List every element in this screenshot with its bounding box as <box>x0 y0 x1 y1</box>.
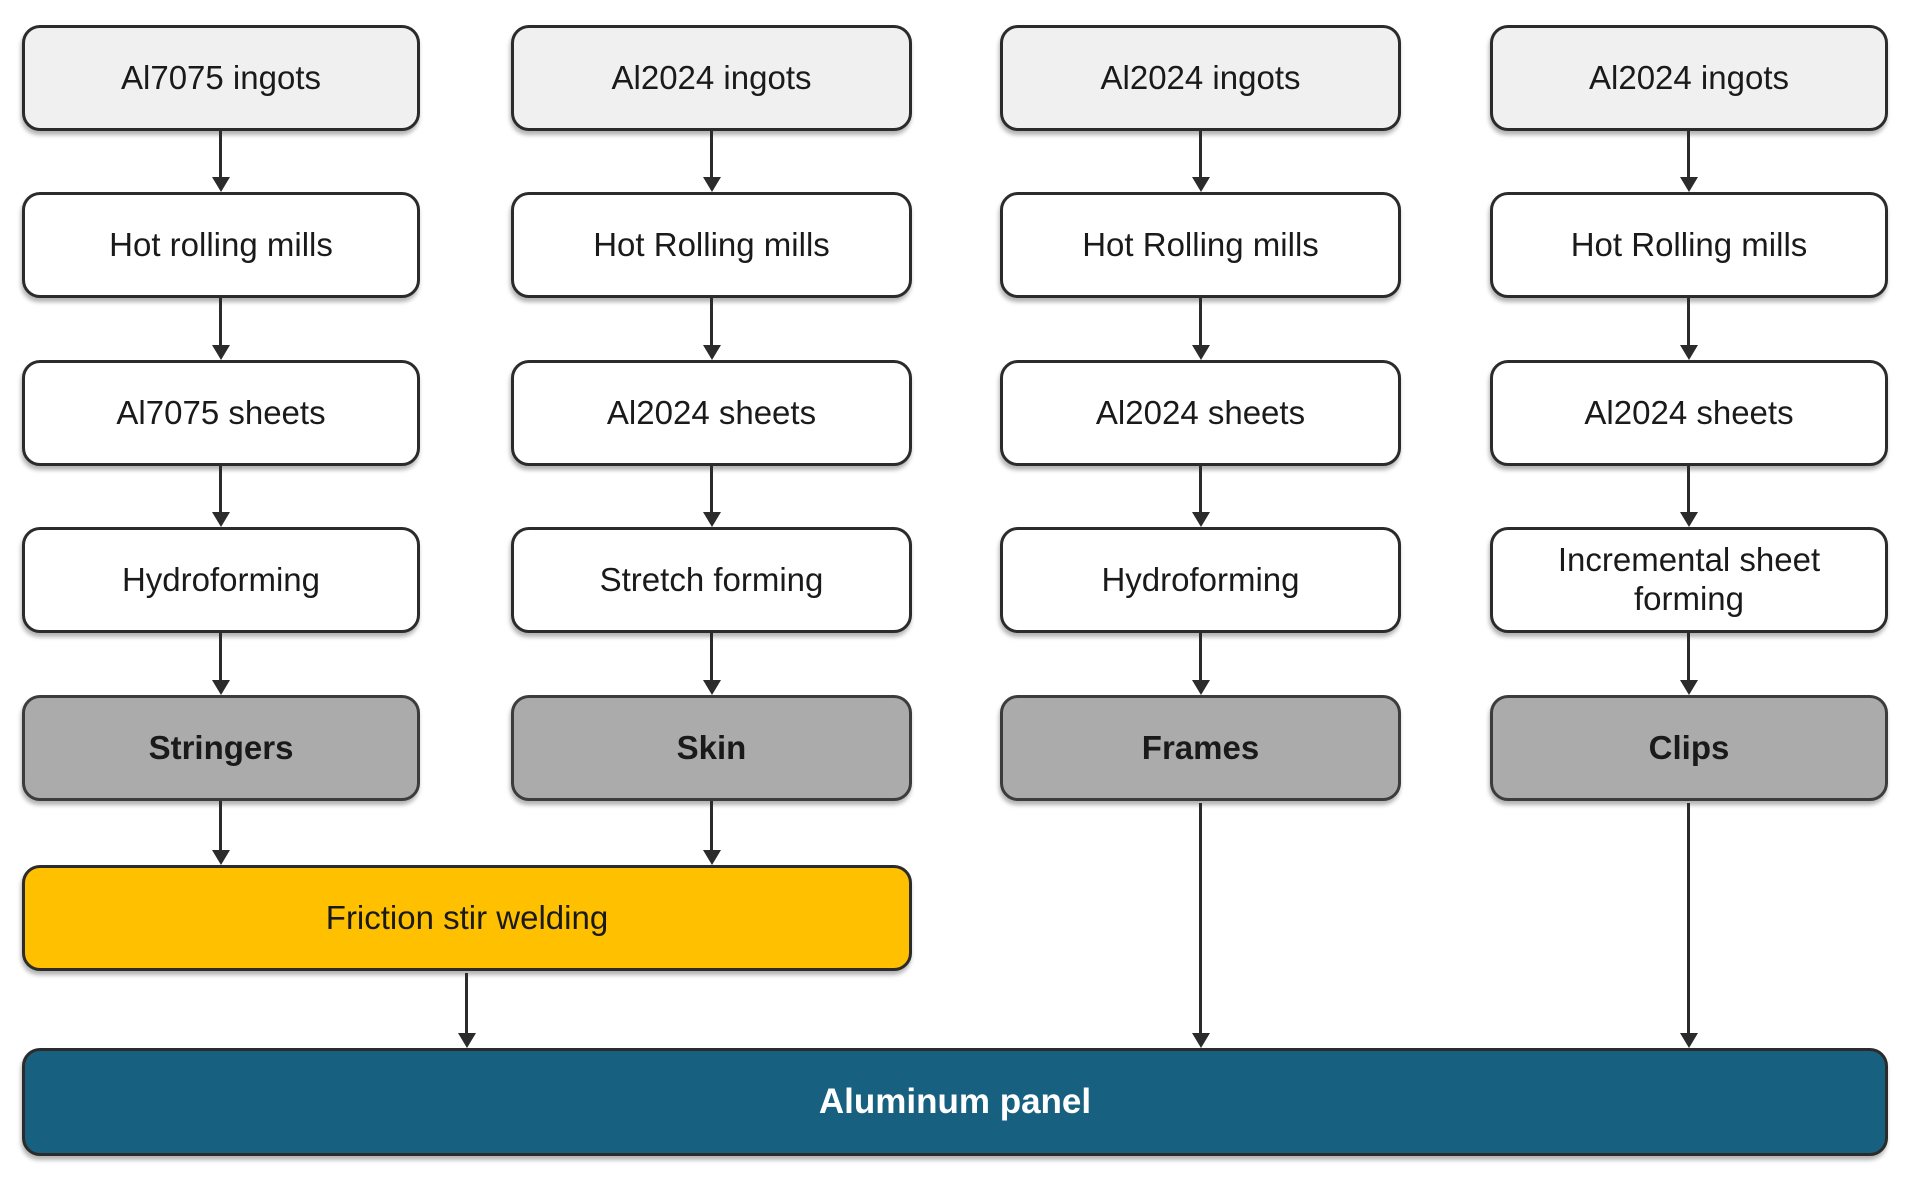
node-al2024-sheets-3: Al2024 sheets <box>1490 360 1888 466</box>
node-hydroforming-2: Hydroforming <box>1000 527 1401 633</box>
node-al7075-sheets: Al7075 sheets <box>22 360 420 466</box>
arrow-down-icon <box>703 131 721 192</box>
node-friction-stir-welding: Friction stir welding <box>22 865 912 971</box>
node-hot-rolling-mills-2: Hot Rolling mills <box>511 192 912 298</box>
arrow-down-icon <box>1680 131 1698 192</box>
node-stringers: Stringers <box>22 695 420 801</box>
node-al7075-ingots: Al7075 ingots <box>22 25 420 131</box>
arrow-down-icon <box>212 633 230 695</box>
arrow-down-icon <box>703 466 721 527</box>
arrow-down-icon <box>212 298 230 360</box>
node-hot-rolling-mills-3: Hot Rolling mills <box>1000 192 1401 298</box>
node-hydroforming-1: Hydroforming <box>22 527 420 633</box>
arrow-down-icon <box>1192 298 1210 360</box>
arrow-down-icon <box>1192 803 1210 1048</box>
arrow-down-icon <box>1192 633 1210 695</box>
node-al2024-sheets-2: Al2024 sheets <box>1000 360 1401 466</box>
node-al2024-ingots-2: Al2024 ingots <box>1000 25 1401 131</box>
node-aluminum-panel: Aluminum panel <box>22 1048 1888 1156</box>
arrow-down-icon <box>703 633 721 695</box>
node-incremental-sheet-forming: Incremental sheet forming <box>1490 527 1888 633</box>
arrow-down-icon <box>1680 803 1698 1048</box>
node-al2024-sheets-1: Al2024 sheets <box>511 360 912 466</box>
node-al2024-ingots-1: Al2024 ingots <box>511 25 912 131</box>
arrow-down-icon <box>1680 633 1698 695</box>
arrow-down-icon <box>458 973 476 1048</box>
arrow-down-icon <box>703 801 721 865</box>
arrow-down-icon <box>212 466 230 527</box>
arrow-down-icon <box>1680 298 1698 360</box>
arrow-down-icon <box>703 298 721 360</box>
arrow-down-icon <box>1192 466 1210 527</box>
node-skin: Skin <box>511 695 912 801</box>
node-frames: Frames <box>1000 695 1401 801</box>
arrow-down-icon <box>212 801 230 865</box>
node-stretch-forming: Stretch forming <box>511 527 912 633</box>
node-al2024-ingots-3: Al2024 ingots <box>1490 25 1888 131</box>
node-hot-rolling-mills-4: Hot Rolling mills <box>1490 192 1888 298</box>
arrow-down-icon <box>212 131 230 192</box>
node-clips: Clips <box>1490 695 1888 801</box>
arrow-down-icon <box>1680 466 1698 527</box>
node-hot-rolling-mills-1: Hot rolling mills <box>22 192 420 298</box>
arrow-down-icon <box>1192 131 1210 192</box>
